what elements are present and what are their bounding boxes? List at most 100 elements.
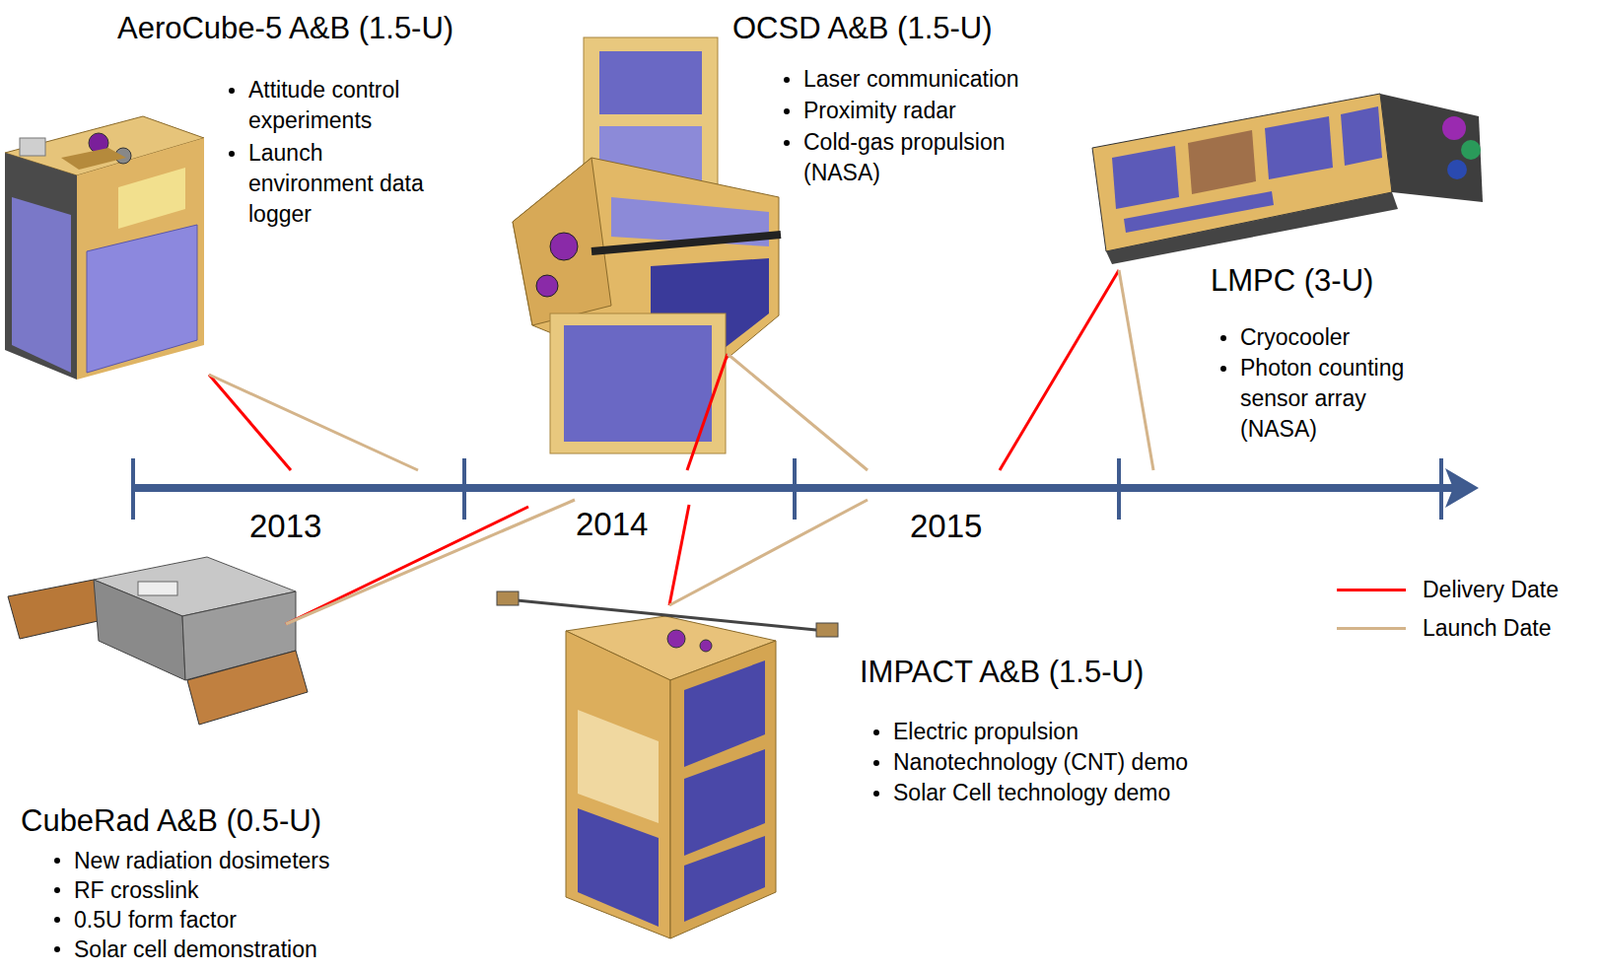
polygon-shape — [1264, 116, 1333, 180]
satellite-title: OCSD A&B (1.5-U) — [732, 9, 993, 47]
polygon-shape — [118, 167, 186, 229]
feature-bullet: Electric propulsion — [893, 716, 1249, 748]
line-shape — [1118, 270, 1154, 471]
feature-bullet: Cryocooler — [1240, 322, 1443, 353]
rect-shape — [19, 138, 46, 156]
line-shape — [506, 599, 827, 631]
rect-shape — [462, 458, 467, 520]
bullet-dot — [783, 108, 790, 115]
legend-text: Delivery Date — [1422, 575, 1559, 604]
rect-shape — [1116, 458, 1121, 520]
rect-shape — [496, 591, 519, 606]
bullet-dot — [783, 139, 790, 146]
line-shape — [285, 499, 575, 625]
rect-shape — [563, 325, 712, 442]
polygon-shape — [11, 197, 71, 373]
lmpc-illustration — [1092, 93, 1483, 265]
circle-shape — [1460, 139, 1481, 160]
polygon-shape — [7, 579, 107, 639]
rect-shape — [138, 581, 178, 596]
bullet-dot — [54, 857, 61, 864]
feature-bullet: Photon counting sensor array (NASA) — [1240, 352, 1443, 445]
circle-shape — [550, 232, 578, 261]
polygon-shape — [1445, 468, 1479, 508]
rect-shape — [1439, 458, 1444, 520]
line-shape — [208, 374, 291, 471]
ocsd-illustration — [512, 37, 781, 454]
circle-shape — [667, 629, 686, 648]
satellite-title: LMPC (3-U) — [1210, 262, 1374, 299]
bullet-dot — [54, 946, 61, 953]
polygon-shape — [61, 147, 127, 170]
polygon-shape — [512, 157, 612, 326]
line-shape — [669, 499, 868, 606]
aerocube-illustration — [4, 116, 205, 380]
bullet-dot — [228, 87, 235, 94]
feature-bullet: Solar Cell technology demo — [893, 777, 1249, 809]
polygon-shape — [565, 630, 671, 939]
feature-bullet: 0.5U form factor — [73, 904, 400, 935]
legend-line-sample — [1336, 626, 1406, 630]
feature-bullet: Nanotechnology (CNT) demo — [893, 747, 1249, 778]
feature-bullet: Cold-gas propulsion (NASA) — [803, 127, 1041, 189]
polygon-shape — [76, 138, 205, 380]
satellite-title: IMPACT A&B (1.5-U) — [859, 653, 1144, 691]
feature-bullet: Attitude control experiments — [248, 74, 441, 137]
satellite-title: CubeRad A&B (0.5-U) — [20, 802, 322, 839]
polygon-shape — [670, 640, 776, 939]
bullet-dot — [783, 76, 790, 83]
polygon-shape — [1123, 191, 1274, 233]
timeline-axis — [131, 458, 1479, 520]
circle-shape — [699, 639, 712, 652]
feature-bullet: RF crosslink — [73, 875, 400, 905]
polygon-shape — [684, 835, 766, 922]
polygon-shape — [1380, 93, 1483, 203]
rect-shape — [792, 458, 797, 520]
bullet-dot — [1220, 365, 1227, 372]
polygon-shape — [1112, 145, 1180, 209]
polygon-shape — [187, 650, 308, 725]
bullet-dot — [873, 760, 880, 766]
year-label: 2014 — [575, 504, 648, 545]
impact-illustration — [496, 591, 838, 939]
line-shape — [727, 353, 868, 471]
feature-bullet: New radiation dosimeters — [73, 845, 400, 876]
satellite-title: AeroCube-5 A&B (1.5-U) — [117, 9, 454, 47]
bullet-dot — [873, 790, 880, 797]
year-label: 2015 — [909, 506, 982, 547]
polygon-shape — [684, 660, 766, 767]
legend-line-sample — [1336, 588, 1406, 592]
feature-bullet: Solar cell demonstration — [73, 934, 400, 965]
bullet-dot — [54, 887, 61, 894]
polygon-shape — [93, 579, 186, 681]
cuberad-illustration — [7, 556, 308, 725]
polygon-shape — [684, 749, 766, 856]
line-shape — [687, 353, 728, 471]
polygon-shape — [577, 808, 659, 927]
bullet-dot — [228, 150, 235, 157]
line-shape — [285, 506, 529, 625]
circle-shape — [536, 275, 558, 297]
bullet-dot — [873, 729, 880, 736]
line-shape — [999, 270, 1119, 471]
polygon-shape — [1340, 106, 1383, 166]
feature-bullet: Proximity radar — [803, 95, 1060, 127]
feature-bullet: Laser communication — [803, 64, 1060, 95]
polygon-shape — [86, 224, 198, 373]
circle-shape — [1447, 159, 1467, 180]
bullet-dot — [1220, 335, 1227, 342]
rect-shape — [816, 623, 838, 637]
line-shape — [669, 504, 690, 606]
polygon-shape — [1106, 192, 1398, 265]
polygon-shape — [577, 709, 659, 824]
date-leader-lines — [208, 270, 1154, 625]
line-shape — [208, 374, 418, 471]
polygon-shape — [4, 152, 77, 380]
polygon-shape — [1187, 130, 1256, 195]
rect-shape — [599, 51, 702, 115]
year-label: 2013 — [249, 506, 322, 547]
legend-text: Launch Date — [1422, 614, 1551, 642]
circle-shape — [1442, 116, 1466, 140]
bullet-dot — [54, 916, 61, 923]
